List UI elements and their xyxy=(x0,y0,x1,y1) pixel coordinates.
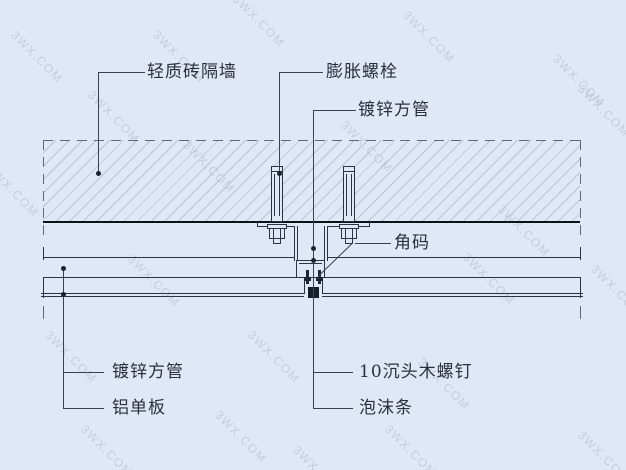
bolt-stub-right xyxy=(345,238,353,244)
tube-end-tick-left xyxy=(43,247,44,260)
wall-hatch-area xyxy=(43,140,580,222)
panel-face-line1-left xyxy=(41,293,304,294)
tube-box-inner-line xyxy=(299,263,322,264)
leader-left-vertical xyxy=(63,268,64,408)
label-aluminum-panel: 铝单板 xyxy=(112,398,166,418)
panel-face-line2-right xyxy=(322,296,583,297)
label-foam-strip: 泡沫条 xyxy=(359,398,413,418)
label-wall: 轻质砖隔墙 xyxy=(147,62,237,82)
bracket-plate-end-left xyxy=(257,222,258,227)
panel-endcap-left xyxy=(43,277,44,298)
leader-tube-top-horizontal xyxy=(313,110,356,111)
anchor-slot-left-a xyxy=(274,174,275,216)
leader-panel-horizontal xyxy=(63,408,104,409)
channel-wall-left-outer xyxy=(294,226,295,261)
wall-dashed-right-line xyxy=(580,140,581,236)
leader-wall-vertical xyxy=(98,72,99,174)
leader-bolt-dot xyxy=(277,171,282,176)
nut-facet-right-a xyxy=(345,228,346,239)
bolt-stub-left xyxy=(273,238,281,244)
label-galvanized-tube-bottom: 镀锌方管 xyxy=(112,362,184,382)
nut-facet-left-a xyxy=(273,228,274,239)
break-tick-right xyxy=(580,306,581,319)
leader-panel-dot xyxy=(61,292,66,297)
label-expansion-bolt: 膨胀螺栓 xyxy=(326,62,398,82)
ceiling-soffit-line xyxy=(43,221,580,223)
panel-face-line2-left xyxy=(41,296,304,297)
wall-dashed-top-line xyxy=(43,140,580,141)
bracket-plate-end-right xyxy=(369,222,370,227)
leader-tube-dot-2 xyxy=(311,258,316,263)
leader-screw-horizontal xyxy=(313,372,353,373)
label-corner-bracket: 角码 xyxy=(394,233,430,253)
anchor-slot-right-b xyxy=(351,174,352,216)
leader-tube-bottom-horizontal xyxy=(63,372,104,373)
leader-tube-bottom-dot xyxy=(61,266,66,271)
anchor-body-right xyxy=(343,166,355,222)
panel-face-line1-right xyxy=(322,293,583,294)
panel-fold-right xyxy=(322,277,323,294)
leader-bolt-vertical xyxy=(279,72,280,174)
label-galvanized-tube-top: 镀锌方管 xyxy=(358,100,430,120)
channel-wall-left-inner xyxy=(297,226,298,261)
screw-head-left xyxy=(304,277,311,281)
anchor-collar-right xyxy=(343,171,355,172)
break-tick-left xyxy=(43,306,44,319)
nut-facet-right-b xyxy=(352,228,353,239)
nut-facet-left-b xyxy=(280,228,281,239)
panel-fold-left xyxy=(304,277,305,294)
tube-top-line-right xyxy=(327,257,580,258)
anchor-slot-right-a xyxy=(346,174,347,216)
channel-wall-right-outer xyxy=(327,226,328,261)
leader-wall-dot xyxy=(96,171,101,176)
tube-top-line-left xyxy=(43,257,294,258)
channel-wall-right-inner xyxy=(324,226,325,261)
leader-tube-dot-1 xyxy=(311,246,316,251)
label-wood-screw: 10沉头木螺钉 xyxy=(359,362,473,382)
panel-endcap-right xyxy=(580,277,581,298)
screw-head-right xyxy=(316,277,323,281)
leader-bracket-horizontal xyxy=(355,243,391,244)
leader-foam-horizontal xyxy=(313,408,353,409)
leader-bolt-horizontal xyxy=(279,72,323,73)
tube-end-tick-right xyxy=(580,247,581,260)
anchor-slot-left-b xyxy=(279,174,280,216)
wall-dashed-left-line xyxy=(43,140,44,236)
leader-wall-horizontal xyxy=(98,72,145,73)
